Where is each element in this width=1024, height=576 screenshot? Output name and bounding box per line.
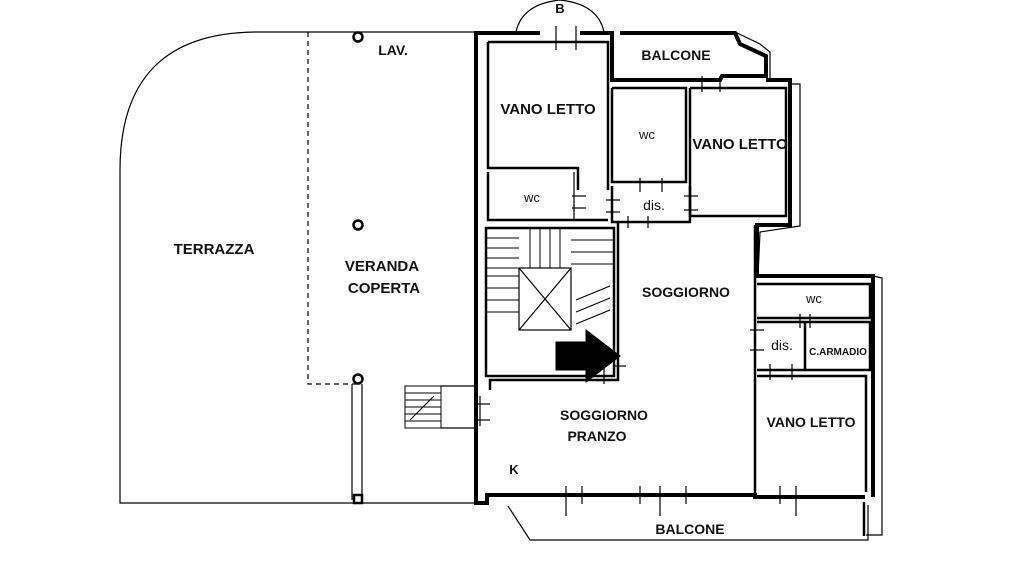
wc-2-walls bbox=[610, 86, 688, 184]
column-3 bbox=[352, 373, 364, 385]
column-4 bbox=[352, 493, 364, 505]
exterior-stair bbox=[404, 385, 476, 429]
label-wc-2: wc bbox=[638, 127, 655, 142]
label-terrazza: TERRAZZA bbox=[174, 241, 255, 258]
terrace-outline bbox=[119, 31, 476, 504]
entrance-arrow bbox=[555, 328, 621, 384]
column-2 bbox=[352, 219, 364, 231]
label-lav: LAV. bbox=[378, 42, 408, 58]
label-dis-1: dis. bbox=[643, 197, 665, 213]
top-bay-arc bbox=[515, 0, 605, 33]
label-k: K bbox=[509, 462, 519, 477]
column-1 bbox=[352, 31, 364, 43]
label-b: B bbox=[555, 1, 564, 16]
dis-1-walls bbox=[610, 186, 692, 224]
bedroom-2-walls bbox=[688, 86, 788, 218]
label-wc-3: wc bbox=[805, 291, 822, 306]
label-dis-2: dis. bbox=[771, 337, 793, 353]
wc-1-walls bbox=[486, 172, 608, 222]
soggiorno-walls bbox=[488, 222, 620, 390]
apartment-outer-wall-east bbox=[580, 31, 768, 82]
wc-3-walls bbox=[757, 282, 872, 320]
label-pranzo: PRANZO bbox=[567, 428, 626, 444]
label-vano-letto-1: VANO LETTO bbox=[500, 101, 596, 118]
label-balcone-top: BALCONE bbox=[641, 47, 710, 63]
label-soggiorno-pranzo: SOGGIORNO bbox=[560, 407, 648, 423]
outer-outline-east bbox=[734, 31, 883, 536]
label-coperta: COPERTA bbox=[348, 280, 420, 297]
c-armadio-walls bbox=[803, 320, 872, 372]
label-vano-letto-2: VANO LETTO bbox=[692, 136, 788, 153]
apartment-outer-wall bbox=[474, 31, 865, 505]
bedroom-3-walls bbox=[757, 374, 868, 492]
veranda-dashed-boundary bbox=[307, 32, 358, 385]
label-wc-1: wc bbox=[523, 190, 540, 205]
label-veranda: VERANDA bbox=[345, 258, 419, 275]
label-vano-letto-3: VANO LETTO bbox=[767, 414, 856, 430]
bedroom-1-walls bbox=[486, 40, 610, 190]
label-balcone-bottom: BALCONE bbox=[655, 521, 724, 537]
bottom-balcony-outline bbox=[507, 505, 869, 541]
label-c-armadio: C.ARMADIO bbox=[809, 347, 867, 358]
stairwell bbox=[484, 226, 616, 378]
door-marks bbox=[474, 26, 811, 516]
dis-2-walls bbox=[757, 320, 805, 372]
label-soggiorno: SOGGIORNO bbox=[642, 284, 730, 300]
